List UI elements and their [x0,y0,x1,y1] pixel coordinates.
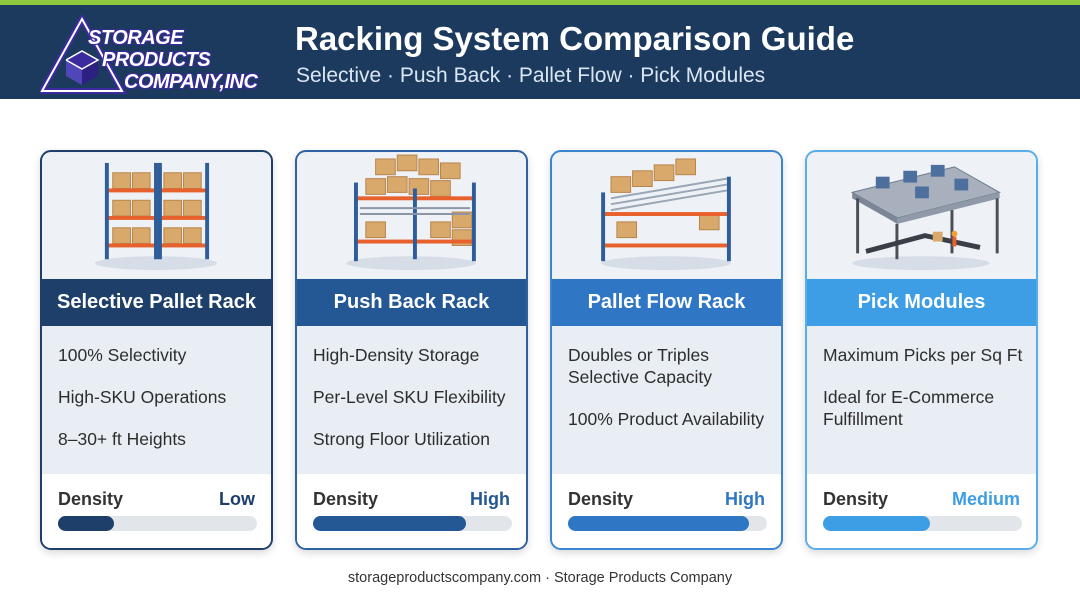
density-label: Density [568,489,634,509]
density-section: Density Medium [807,474,1036,548]
feature-item: Per-Level SKU Flexibility [313,387,506,407]
features-list: 100% Selectivity High-SKU Operations 8–3… [58,344,263,470]
density-bar [568,516,767,531]
feature-item: High-SKU Operations [58,387,227,407]
density-label: Density [313,489,379,509]
features-list: Maximum Picks per Sq Ft Ideal for E-Comm… [823,344,1028,450]
density-label: Density [58,489,124,509]
logo-line-1: STORAGE [88,27,184,49]
company-logo[interactable]: STORAGE PRODUCTS COMPANY,INC [40,15,280,99]
density-value: Medium [951,489,1020,509]
card-title-selective: Selective Pallet Rack [42,279,271,326]
selective-pallet-rack-illustration [42,152,271,279]
page-title: Racking System Comparison Guide [295,20,855,57]
feature-item: Ideal for E-Commerce Fulfillment [823,387,995,429]
feature-item: 8–30+ ft Heights [58,429,186,449]
density-label: Density [823,489,889,509]
page-subtitle: Selective · Push Back · Pallet Flow · Pi… [296,64,766,87]
density-value: High [470,489,510,509]
logo-line-2: PRODUCTS [102,49,211,71]
card-selective-pallet-rack[interactable]: Selective Pallet Rack 100% Selectivity H… [40,150,273,550]
push-back-rack-illustration [297,152,526,279]
pick-module-illustration [807,152,1036,279]
density-bar-fill [823,516,931,531]
density-bar-fill [568,516,750,531]
density-bar [58,516,257,531]
feature-item: High-Density Storage [313,345,480,365]
feature-item: Maximum Picks per Sq Ft [823,345,1023,365]
footer-text[interactable]: storageproductscompany.com · Storage Pro… [347,570,733,586]
card-title-pick-modules: Pick Modules [807,279,1036,326]
features-list: High-Density Storage Per-Level SKU Flexi… [313,344,518,470]
density-bar-fill [58,516,114,531]
feature-item: 100% Selectivity [58,345,187,365]
header: STORAGE PRODUCTS COMPANY,INC Racking Sys… [0,5,1080,99]
top-accent-line [0,0,1080,5]
density-section: Density High [297,474,526,548]
card-title-push-back: Push Back Rack [297,279,526,326]
density-section: Density High [552,474,781,548]
density-bar [823,516,1022,531]
logo-triangle-icon [40,15,128,94]
features-list: Doubles or Triples Selective Capacity 10… [568,344,773,450]
card-push-back-rack[interactable]: Push Back Rack High-Density Storage Per-… [295,150,528,550]
pallet-flow-rack-illustration [552,152,781,279]
density-bar [313,516,512,531]
card-pick-modules[interactable]: Pick Modules Maximum Picks per Sq Ft Ide… [805,150,1038,550]
density-bar-fill [313,516,467,531]
density-value: Low [219,489,255,509]
card-title-pallet-flow: Pallet Flow Rack [552,279,781,326]
logo-line-3: COMPANY,INC [124,71,258,93]
card-pallet-flow-rack[interactable]: Pallet Flow Rack Doubles or Triples Sele… [550,150,783,550]
feature-item: 100% Product Availability [568,409,765,429]
feature-item: Doubles or Triples Selective Capacity [568,345,712,387]
feature-item: Strong Floor Utilization [313,429,491,449]
density-section: Density Low [42,474,271,548]
density-value: High [725,489,765,509]
